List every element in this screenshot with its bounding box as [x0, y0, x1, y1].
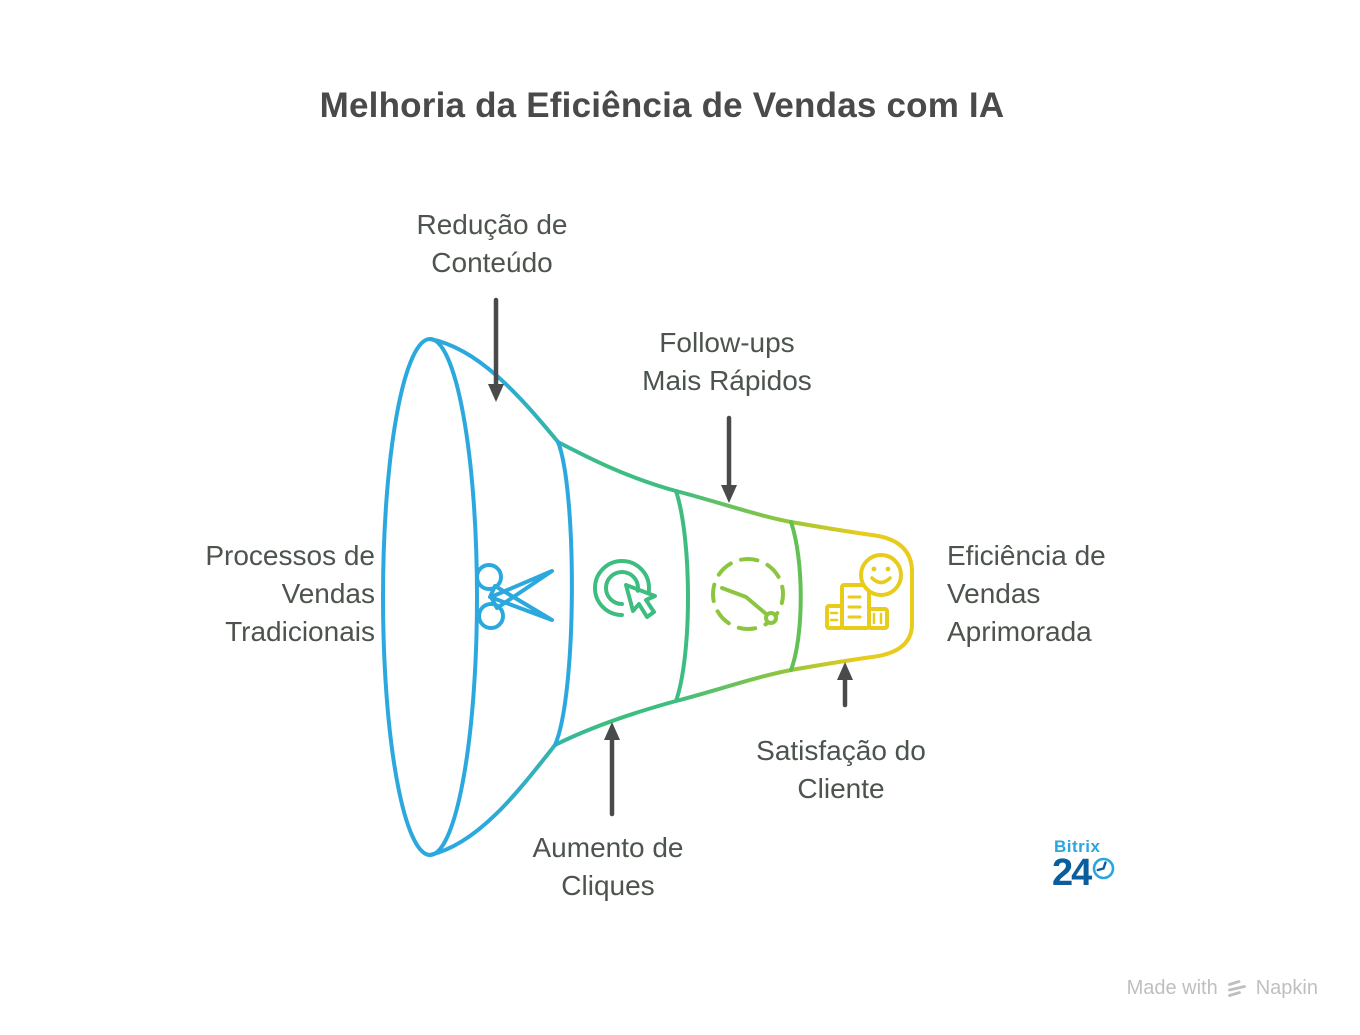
bitrix-24: 24: [1052, 852, 1092, 894]
funnel-outline: [428, 337, 914, 857]
scissors-icon: [475, 563, 554, 630]
funnel-divider-2: [674, 489, 690, 703]
funnel-body: [381, 337, 914, 857]
napkin-brand-text: Napkin: [1255, 977, 1318, 999]
made-with-napkin: Made with Napkin: [1127, 977, 1318, 1000]
label-reducao-de-conteudo: Redução de Conteúdo: [416, 209, 568, 278]
napkin-logo-icon: [1227, 979, 1246, 997]
funnel-mouth-ellipse: [381, 337, 479, 857]
funnel-divider-1: [553, 440, 574, 747]
bitrix-wordmark: Bitrix: [1054, 837, 1101, 856]
arrow-heads: [488, 384, 853, 740]
cursor-click-icon: [593, 559, 657, 619]
smiley-eyes: [871, 566, 891, 572]
funnel-divider-3: [789, 520, 803, 672]
label-satisfacao-do-cliente: Satisfação do Cliente: [756, 735, 926, 804]
building-smiley-icon: [825, 553, 903, 630]
made-with-text: Made with: [1126, 977, 1218, 999]
label-aumento-de-cliques: Aumento de Cliques: [532, 832, 684, 901]
page-title: Melhoria da Eficiência de Vendas com IA: [319, 86, 1005, 125]
label-eficiencia-aprimorada: Eficiência de Vendas Aprimorada: [947, 540, 1106, 647]
label-followups-mais-rapidos: Follow-ups Mais Rápidos: [642, 327, 812, 396]
annotation-arrows: [488, 297, 853, 817]
label-processos-tradicionais: Processos de Vendas Tradicionais: [205, 540, 375, 647]
bitrix-clock-icon: [1092, 857, 1115, 880]
clock-gauge-icon: [711, 557, 785, 631]
bitrix24-logo: Bitrix 24: [1052, 837, 1162, 892]
